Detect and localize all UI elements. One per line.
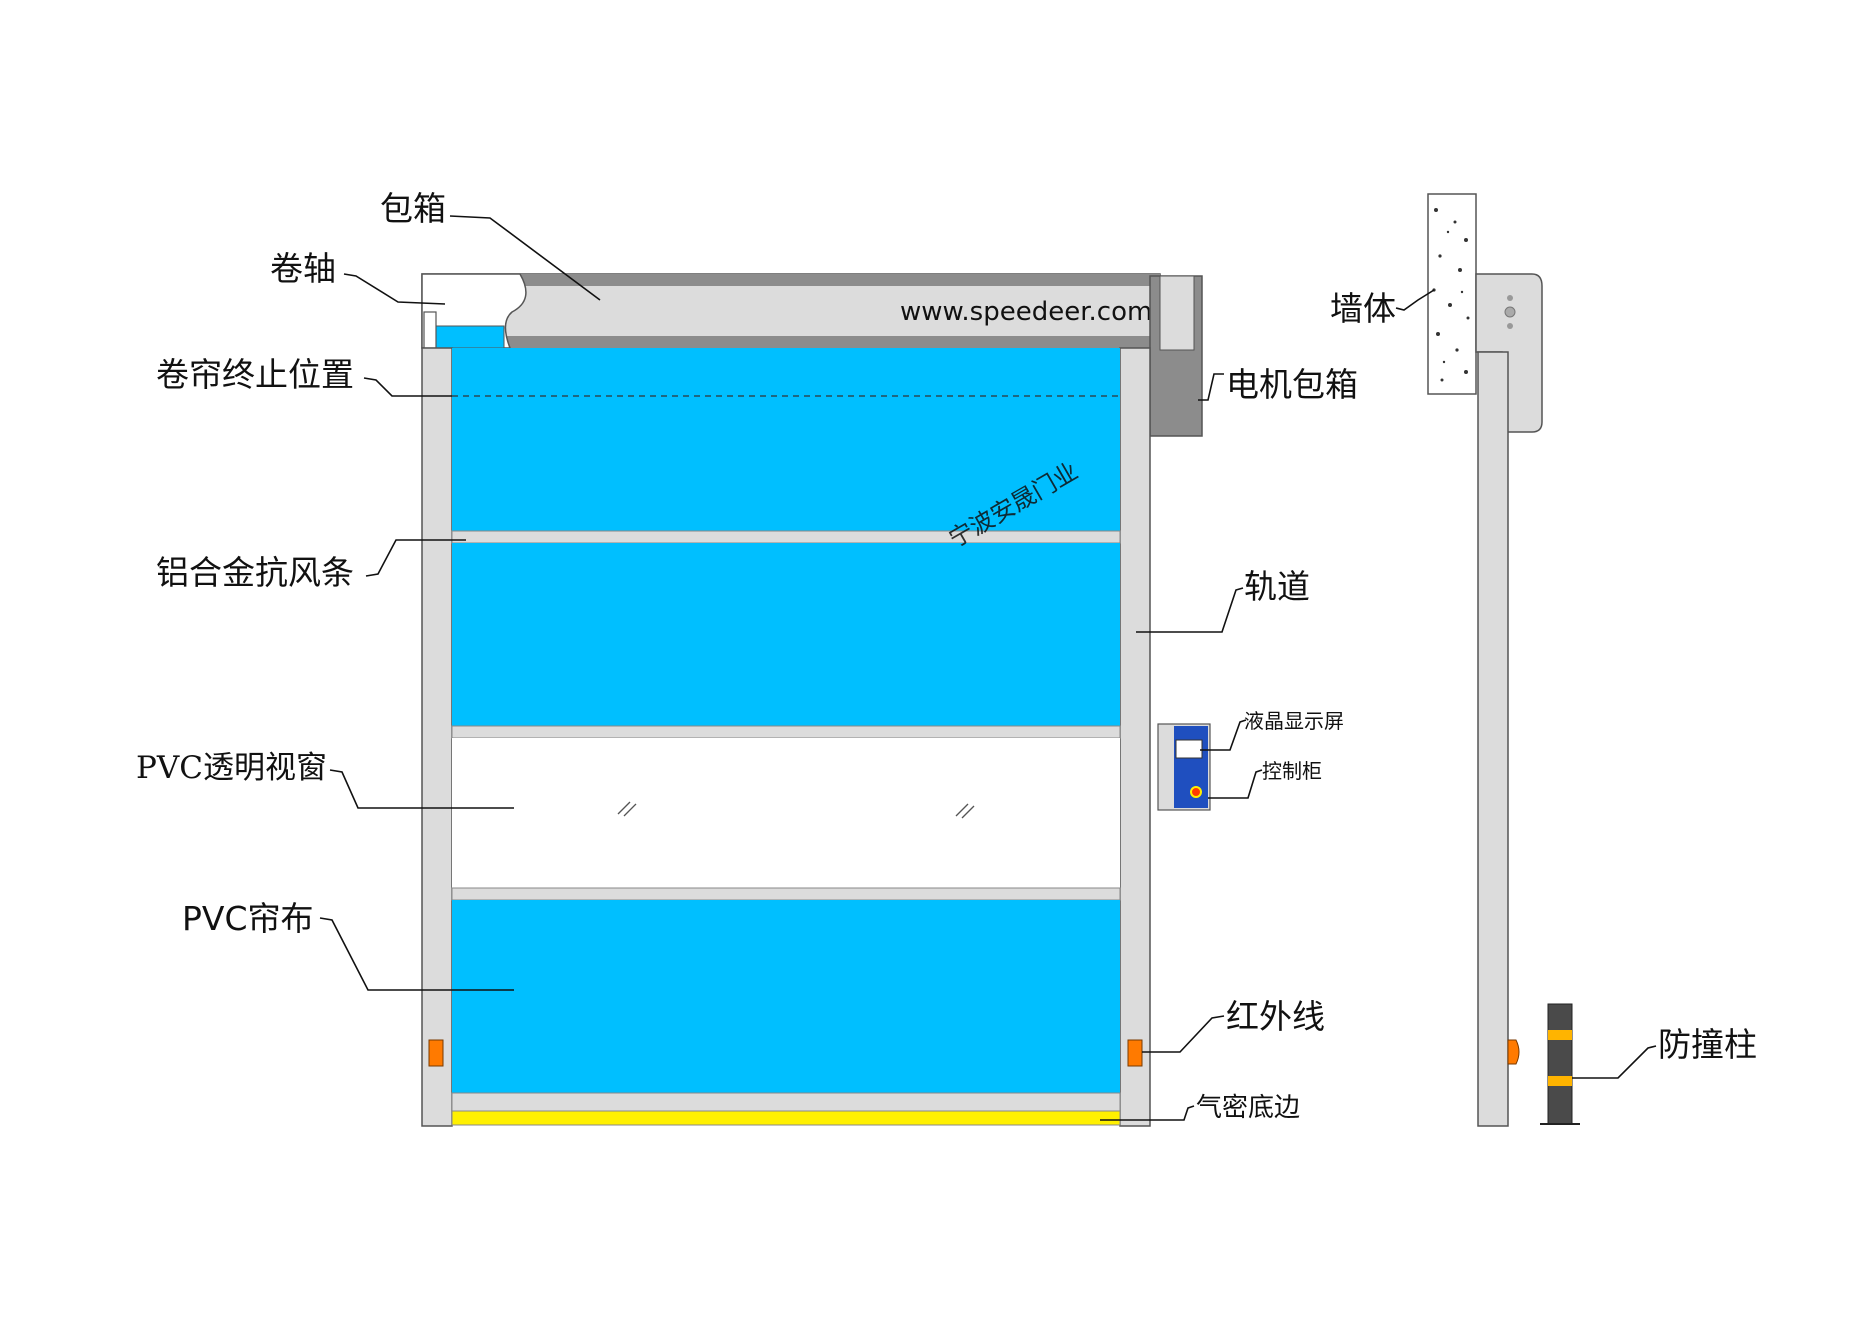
side-housing bbox=[1475, 273, 1543, 433]
side-housing-dot-1 bbox=[1507, 295, 1513, 301]
front-view: www.speedeer.com bbox=[421, 273, 1211, 1127]
leader-lines bbox=[319, 215, 1657, 1121]
label-pvc-window: PVC透明视窗 bbox=[136, 750, 327, 786]
anti-collision-post bbox=[1547, 1003, 1573, 1125]
label-control-cabinet: 控制柜 bbox=[1262, 759, 1322, 783]
housing-bottom-band bbox=[500, 336, 1160, 348]
label-lcd-screen: 液晶显示屏 bbox=[1244, 709, 1344, 733]
housing-box bbox=[421, 273, 1161, 349]
website-text: www.speedeer.com bbox=[900, 297, 1152, 327]
right-track-post bbox=[1119, 347, 1151, 1127]
wind-bar-3 bbox=[451, 887, 1121, 901]
side-track bbox=[1477, 351, 1509, 1127]
roller-shaft bbox=[433, 325, 505, 349]
control-button bbox=[1190, 786, 1202, 798]
infrared-sensor-right bbox=[1127, 1039, 1143, 1067]
glass-glint-right bbox=[955, 803, 975, 819]
label-housing: 包箱 bbox=[380, 189, 446, 228]
lcd-screen bbox=[1175, 739, 1203, 759]
label-track: 轨道 bbox=[1244, 567, 1310, 606]
bottom-bar bbox=[451, 1092, 1121, 1112]
side-housing-dot-2 bbox=[1504, 306, 1516, 318]
wall-block bbox=[1427, 193, 1477, 395]
label-pvc-curtain: PVC帘布 bbox=[182, 899, 314, 938]
wind-bar-2 bbox=[451, 725, 1121, 739]
side-view bbox=[1427, 193, 1580, 1127]
pvc-window bbox=[452, 738, 1120, 888]
label-aluminum-wind-bar: 铝合金抗风条 bbox=[156, 553, 354, 592]
side-infrared-sensor bbox=[1507, 1039, 1520, 1065]
label-curtain-stop-position: 卷帘终止位置 bbox=[156, 355, 354, 394]
label-infrared: 红外线 bbox=[1226, 997, 1325, 1036]
anti-collision-stripe-1 bbox=[1548, 1030, 1572, 1040]
housing-top-band bbox=[520, 274, 1160, 286]
left-frame-post bbox=[421, 347, 453, 1127]
curtain-panel-2 bbox=[452, 543, 1120, 726]
curtain-panel-3 bbox=[452, 900, 1120, 1093]
control-cabinet-panel bbox=[1174, 726, 1208, 808]
glass-glint-left bbox=[617, 801, 637, 817]
motor-housing-inner bbox=[1159, 275, 1195, 351]
infrared-sensor-left bbox=[428, 1039, 444, 1067]
roller-end-cap bbox=[423, 311, 437, 349]
curtain-panel-1 bbox=[452, 348, 1120, 531]
label-wall: 墙体 bbox=[1330, 289, 1396, 328]
airtight-bottom-seal bbox=[451, 1110, 1121, 1126]
label-roller-shaft: 卷轴 bbox=[270, 249, 336, 288]
side-housing-dot-3 bbox=[1507, 323, 1513, 329]
anti-collision-stripe-2 bbox=[1548, 1076, 1572, 1086]
labels: 包箱 卷轴 卷帘终止位置 铝合金抗风条 PVC透明视窗 PVC帘布 电机包箱 轨… bbox=[136, 189, 1757, 1123]
label-anti-collision-post: 防撞柱 bbox=[1658, 1025, 1757, 1064]
label-motor-housing: 电机包箱 bbox=[1226, 365, 1358, 404]
wall-speckles bbox=[1432, 208, 1470, 382]
label-airtight-bottom: 气密底边 bbox=[1196, 1093, 1300, 1123]
wind-bar-1 bbox=[451, 530, 1121, 544]
